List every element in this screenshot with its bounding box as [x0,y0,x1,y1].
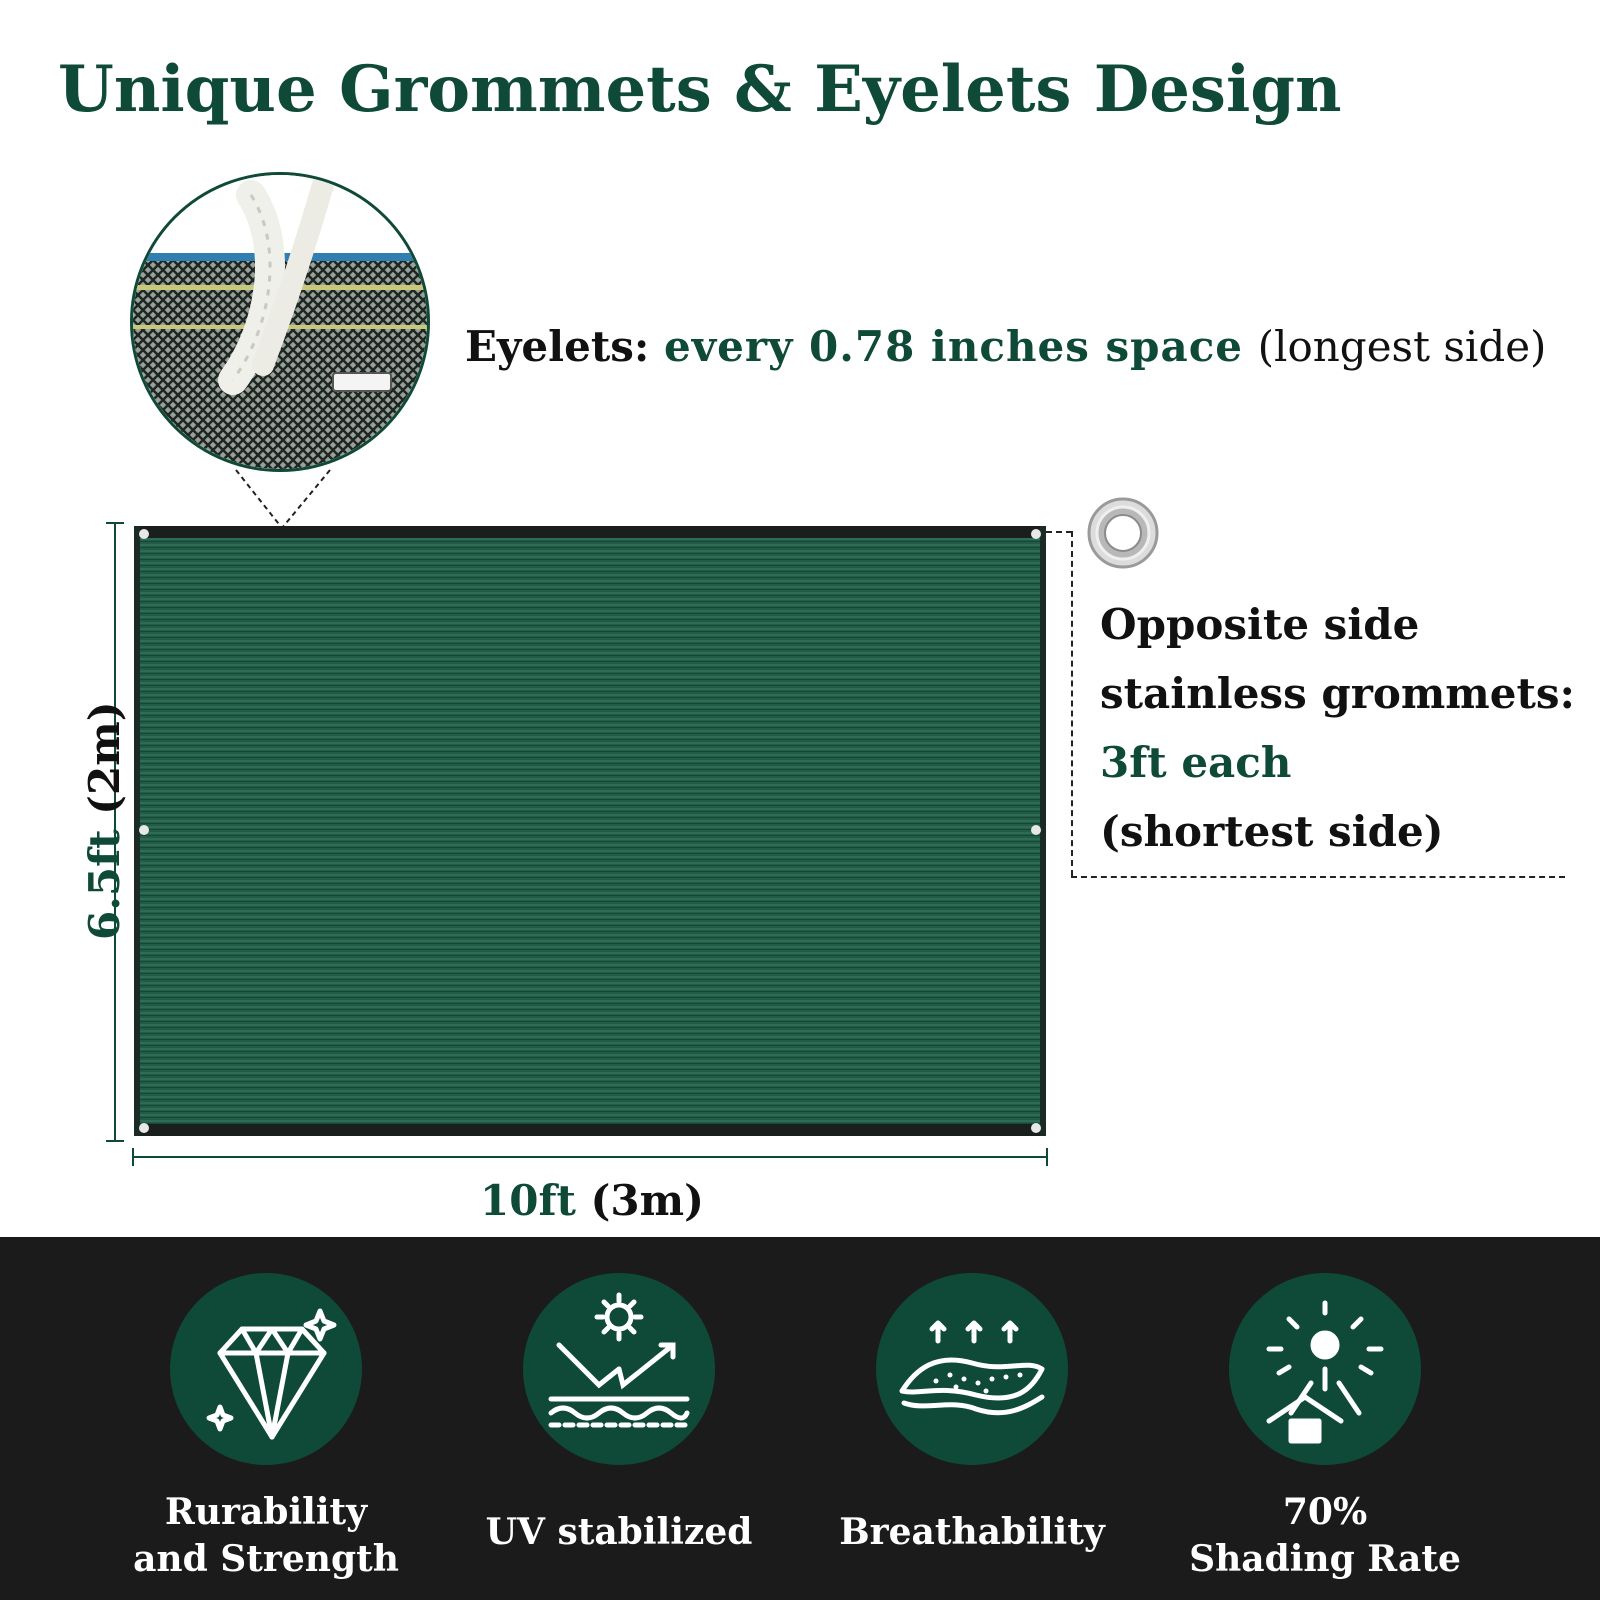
feature-label-4: 70% [1282,1491,1368,1533]
feature-label-2: UV stabilized [485,1511,753,1553]
sun-shade-icon [1229,1273,1421,1465]
feature-breathability: Breathability [814,1237,1134,1600]
grommet-underline [1071,876,1565,878]
opposite-line1: Opposite side [1100,600,1420,649]
feature-label-1b: and Strength [133,1538,399,1580]
grommet-pointer-line [1046,531,1072,533]
height-value: 6.5ft [80,829,129,940]
uv-shield-icon [523,1273,715,1465]
height-metric: (2m) [80,701,129,815]
features-bar: Rurability and Strength UV stabilized [0,1237,1600,1600]
feature-label-4b: Shading Rate [1189,1538,1461,1580]
eyelet-prefix: Eyelets: [465,322,650,371]
page-title: Unique Grommets & Eyelets Design [58,52,1342,127]
grommet-bracket-line [1071,531,1073,876]
height-dimension-line [106,522,124,1142]
feature-label-1: Rurability [164,1491,368,1533]
diamond-icon [170,1273,362,1465]
grommet-spacing-text: Opposite side stainless grommets: 3ft ea… [1100,590,1575,866]
width-dimension-line [132,1148,1048,1166]
shade-net-image [134,526,1046,1136]
height-label: 6.5ft (2m) [80,701,129,940]
feature-label-3: Breathability [839,1511,1105,1553]
feature-durability: Rurability and Strength [108,1237,428,1600]
breathable-fabric-icon [876,1273,1068,1465]
opposite-highlight: 3ft each [1100,738,1292,787]
feature-shading: 70% Shading Rate [1167,1237,1487,1600]
width-value: 10ft [480,1176,576,1225]
grommet-icon [1085,495,1161,575]
eyelet-suffix: (longest side) [1257,322,1547,371]
eyelet-closeup-image [130,172,430,472]
feature-uv: UV stabilized [461,1237,781,1600]
opposite-line4: (shortest side) [1100,807,1444,856]
eyelet-highlight: every 0.78 inches space [664,322,1244,371]
opposite-line2: stainless grommets: [1100,669,1576,718]
width-metric: (3m) [590,1176,704,1225]
width-label: 10ft (3m) [480,1176,704,1225]
eyelet-spacing-text: Eyelets: every 0.78 inches space (longes… [465,322,1546,371]
